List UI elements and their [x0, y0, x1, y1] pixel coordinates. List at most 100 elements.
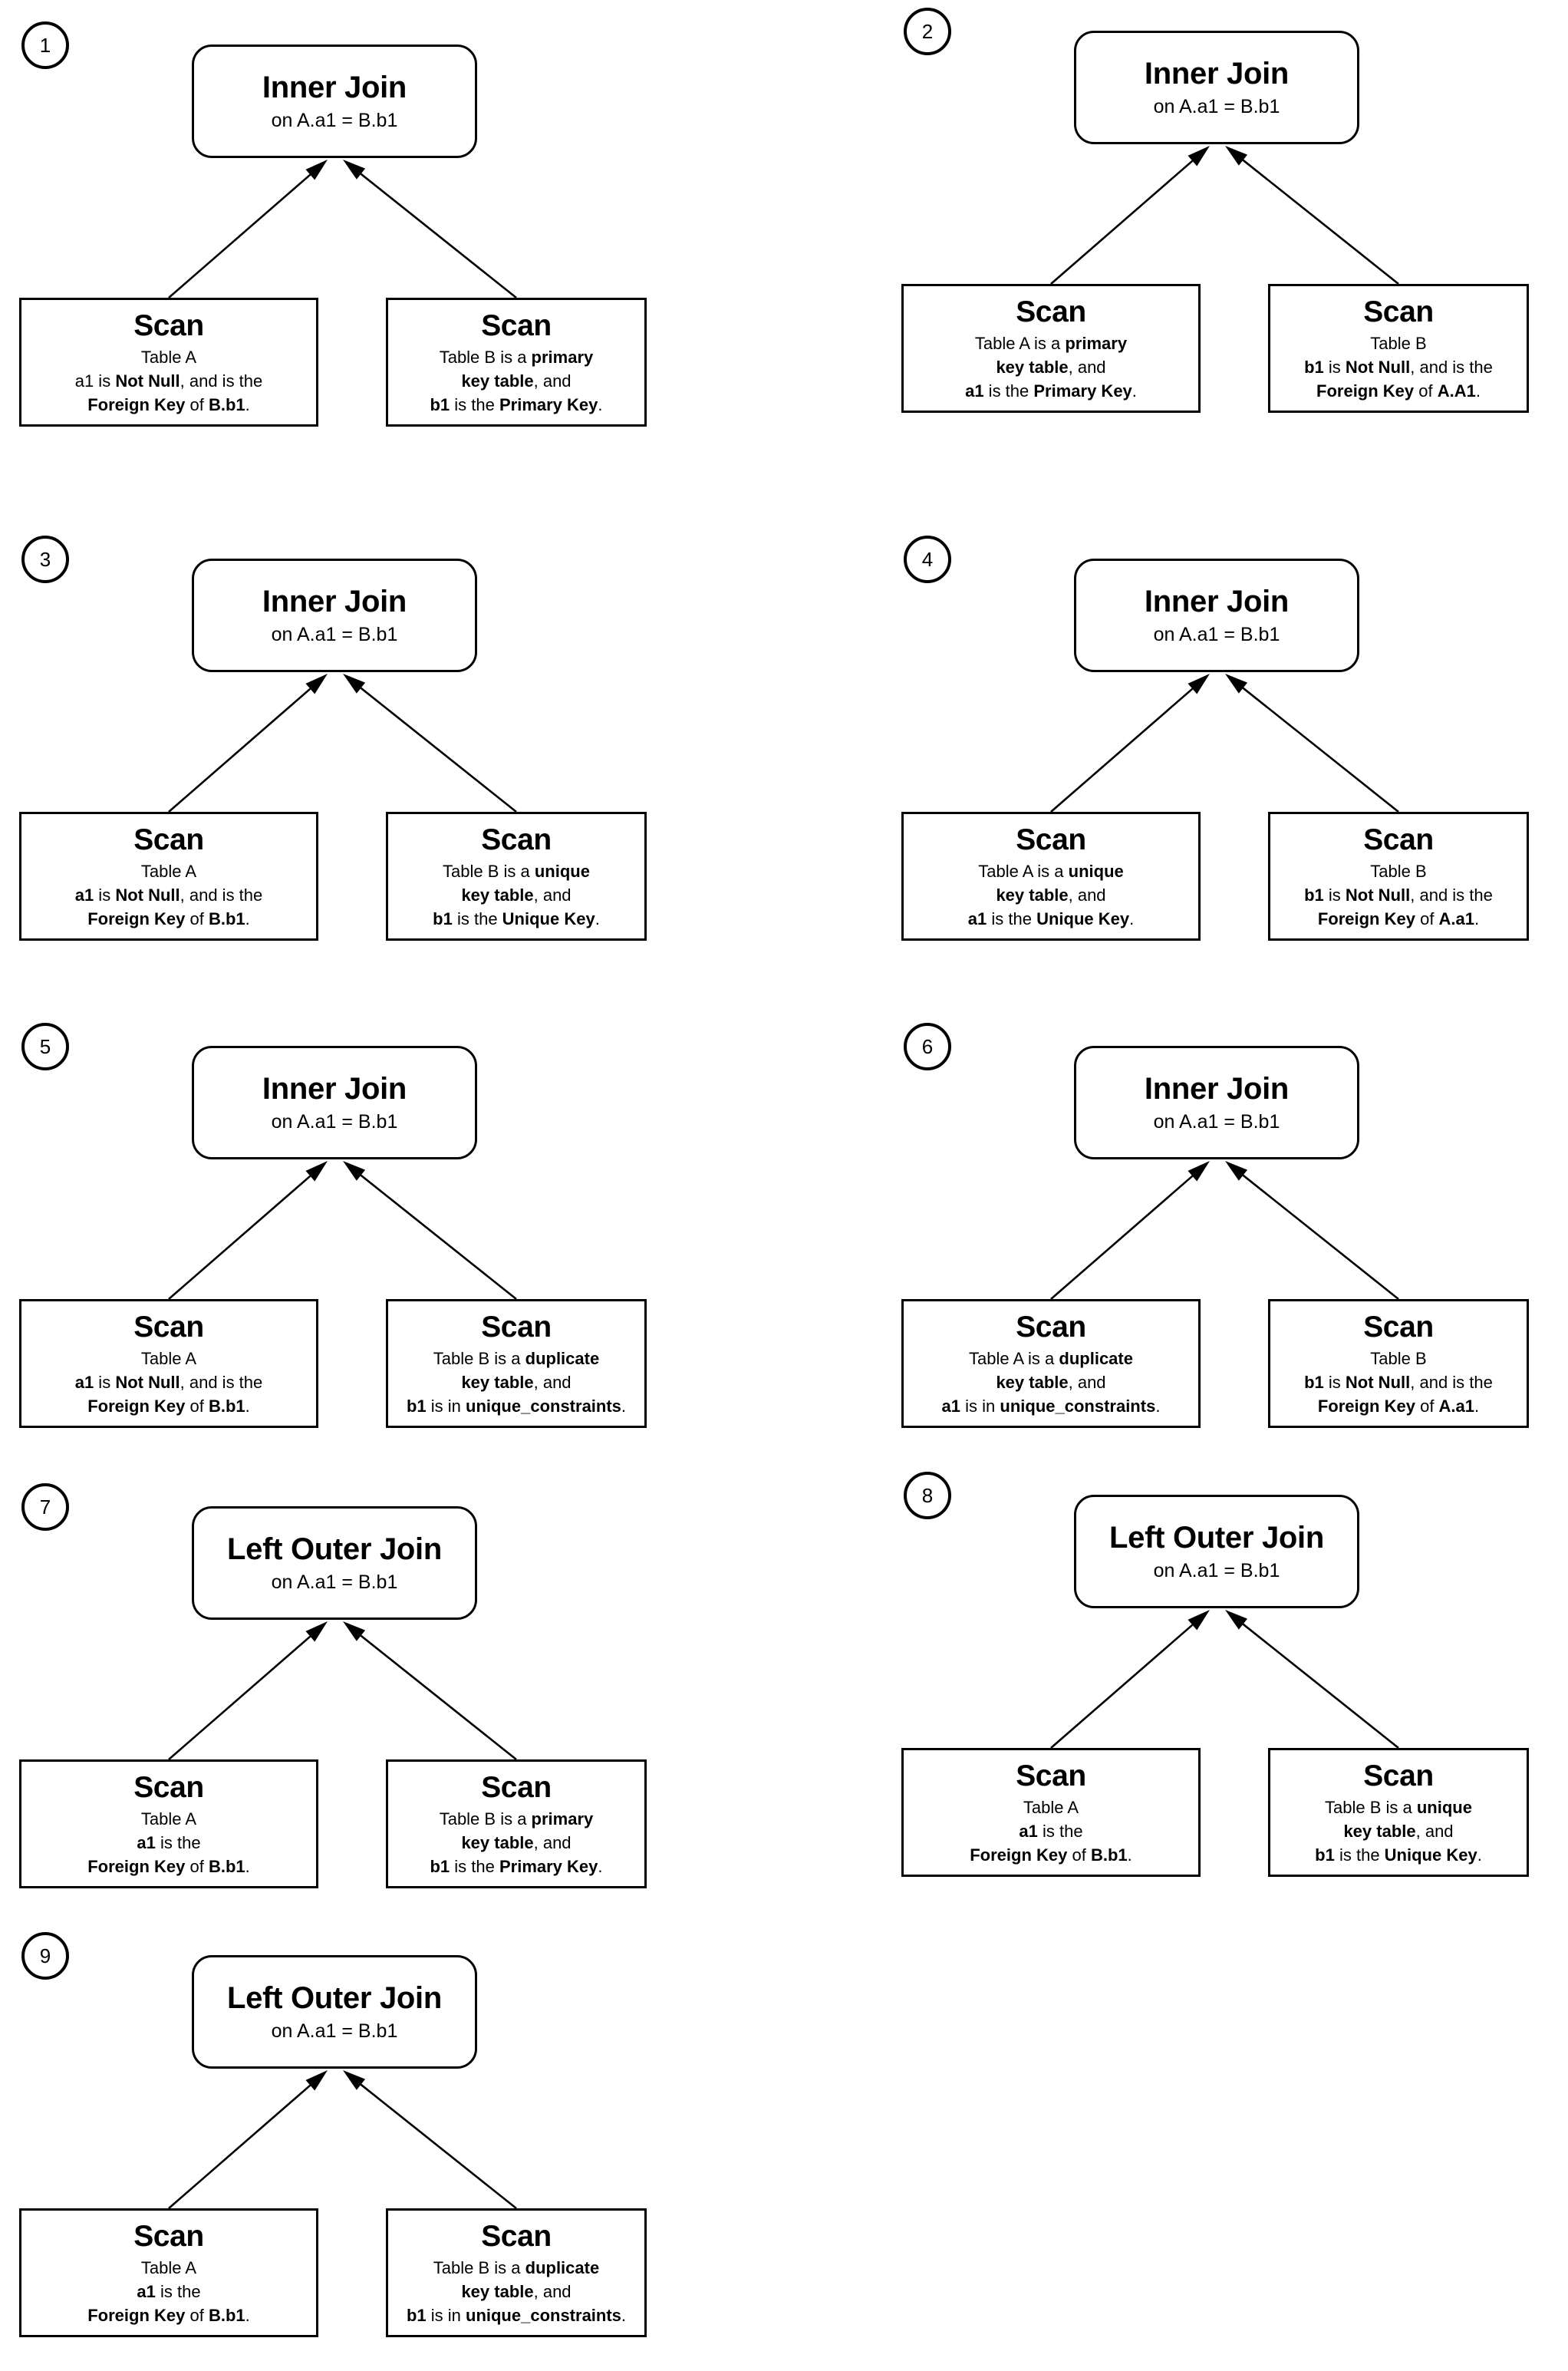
arrow-right-scan-to-join — [343, 160, 517, 299]
scan-description-line: Foreign Key of A.a1. — [1317, 1397, 1480, 1416]
scan-title: Scan — [481, 823, 552, 856]
step-number-badge: 3 — [21, 536, 69, 583]
scan-description-line: Table A — [140, 2258, 197, 2277]
step-number-badge: 2 — [904, 8, 951, 55]
arrow-left-scan-to-join — [168, 2070, 328, 2209]
scan-description-line: key table, and — [461, 1833, 572, 1853]
scan-description-line: Table B is a unique — [1325, 1798, 1472, 1817]
arrow-right-scan-to-join — [1225, 1610, 1399, 1749]
join-condition: on A.a1 = B.b1 — [1153, 1110, 1280, 1133]
scan-description-line: Table B — [1370, 1349, 1427, 1368]
join-condition: on A.a1 = B.b1 — [271, 2020, 398, 2042]
scan-description-line: Foreign Key of B.b1. — [87, 1397, 250, 1416]
join-title: Inner Join — [262, 1071, 407, 1106]
scan-title: Scan — [481, 309, 552, 342]
scan-description-line: Table B is a duplicate — [433, 2258, 600, 2277]
scan-description-line: Foreign Key of B.b1. — [87, 1857, 250, 1877]
scan-description-line: Table A is a unique — [978, 862, 1124, 881]
join-title: Left Outer Join — [1109, 1520, 1324, 1555]
scan-description-line: Foreign Key of A.a1. — [1317, 909, 1480, 929]
scan-title: Scan — [133, 2220, 204, 2253]
step-number-badge: 5 — [21, 1023, 69, 1070]
join-title: Inner Join — [1144, 1071, 1290, 1106]
arrow-left-scan-to-join — [168, 160, 328, 298]
scan-description-line: b1 is the Unique Key. — [433, 909, 600, 929]
scan-title: Scan — [1016, 1311, 1086, 1344]
scan-title: Scan — [481, 1311, 552, 1344]
scan-title: Scan — [1363, 1311, 1434, 1344]
join-node[interactable]: Inner Join on A.a1 = B.b1 — [1074, 1046, 1359, 1159]
scan-description-line: b1 is Not Null, and is the — [1304, 358, 1493, 378]
arrow-left-scan-to-join — [1050, 146, 1210, 285]
join-title: Left Outer Join — [227, 1532, 442, 1566]
scan-description-line: Table B — [1370, 334, 1427, 353]
scan-description-line: Table B — [1370, 862, 1427, 881]
join-title: Inner Join — [262, 70, 407, 104]
arrow-right-scan-to-join — [1225, 674, 1399, 813]
scan-description-line: a1 is the — [1019, 1822, 1083, 1842]
scan-description-line: Foreign Key of B.b1. — [970, 1845, 1132, 1865]
scan-description-line: Foreign Key of B.b1. — [87, 2306, 250, 2326]
scan-description-line: key table, and — [461, 2282, 572, 2302]
scan-description-line: Foreign Key of A.A1. — [1316, 381, 1481, 401]
arrow-left-scan-to-join — [168, 674, 328, 813]
join-node[interactable]: Left Outer Join on A.a1 = B.b1 — [192, 1955, 477, 2069]
scan-description-line: Table A — [140, 862, 197, 881]
join-title: Left Outer Join — [227, 1980, 442, 2015]
scan-description-line: key table, and — [1343, 1822, 1454, 1842]
scan-description-line: Table A — [140, 1349, 197, 1368]
scan-title: Scan — [1363, 1759, 1434, 1792]
scan-title: Scan — [481, 2220, 552, 2253]
scan-description-line: b1 is in unique_constraints. — [406, 1397, 627, 1416]
join-node[interactable]: Left Outer Join on A.a1 = B.b1 — [1074, 1495, 1359, 1608]
scan-description-line: Table A is a primary — [974, 334, 1128, 353]
arrow-right-scan-to-join — [343, 1161, 517, 1301]
scan-description-line: b1 is Not Null, and is the — [1304, 885, 1493, 905]
scan-description-line: a1 is the Unique Key. — [967, 909, 1135, 929]
join-condition: on A.a1 = B.b1 — [1153, 1559, 1280, 1581]
join-condition: on A.a1 = B.b1 — [1153, 623, 1280, 645]
scan-description-line: b1 is the Primary Key. — [430, 395, 603, 415]
scan-description-line: Table A — [1023, 1798, 1079, 1817]
scan-title: Scan — [133, 1311, 204, 1344]
